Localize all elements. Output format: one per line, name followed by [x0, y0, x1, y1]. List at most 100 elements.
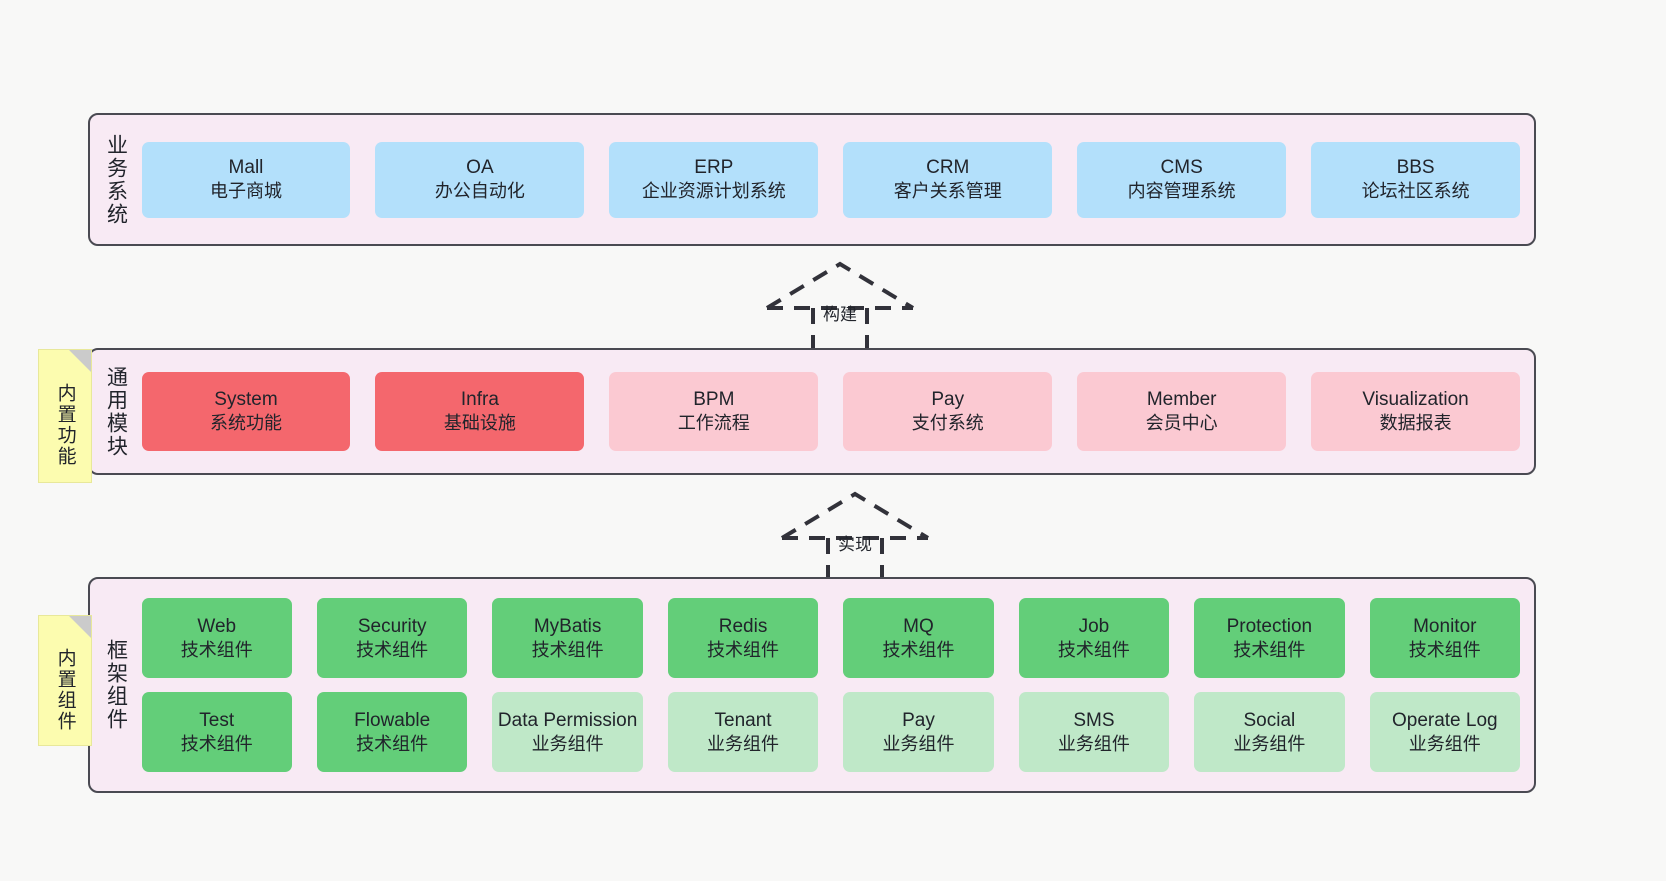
- card-redis[interactable]: Redis 技术组件: [667, 598, 819, 678]
- card-mq[interactable]: MQ 技术组件: [843, 598, 994, 678]
- card-mybatis[interactable]: MyBatis 技术组件: [492, 598, 643, 678]
- card-test[interactable]: Test 技术组件: [141, 692, 292, 772]
- card-title: OA: [466, 157, 494, 179]
- connector-label-implement: 实现: [838, 535, 872, 554]
- card-subtitle: 基础设施: [443, 413, 516, 434]
- card-title: Pay: [902, 709, 935, 731]
- layer-label-framework-component: 框架组件: [104, 639, 128, 731]
- card-row: Mall 电子商城 OA 办公自动化 ERP 企业资源计划系统 CRM 客户关系…: [141, 141, 1521, 218]
- card-subtitle: 业务组件: [882, 733, 955, 754]
- sticky-note-label: 内置功能: [54, 383, 76, 467]
- folded-corner-icon: [69, 616, 91, 638]
- card-bpm[interactable]: BPM 工作流程: [609, 372, 819, 451]
- card-grid-business-system: Mall 电子商城 OA 办公自动化 ERP 企业资源计划系统 CRM 客户关系…: [134, 141, 1534, 218]
- card-subtitle: 技术组件: [531, 639, 604, 660]
- card-subtitle: 支付系统: [911, 413, 984, 434]
- card-title: SMS: [1073, 709, 1115, 731]
- card-subtitle: 业务组件: [531, 733, 604, 754]
- card-subtitle: 技术组件: [180, 639, 253, 660]
- card-title: Pay: [931, 389, 965, 411]
- layer-label-business-system: 业务系统: [104, 133, 128, 226]
- card-title: Flowable: [354, 709, 431, 731]
- card-pay-component[interactable]: Pay 业务组件: [843, 692, 994, 772]
- card-title: BBS: [1396, 157, 1435, 179]
- card-subtitle: 技术组件: [356, 639, 429, 660]
- layer-business-system[interactable]: 业务系统 Mall 电子商城 OA 办公自动化 ERP 企业资源计划系统 CRM…: [88, 113, 1536, 246]
- card-tenant[interactable]: Tenant 业务组件: [667, 692, 819, 772]
- card-monitor[interactable]: Monitor 技术组件: [1369, 598, 1521, 678]
- card-visualization[interactable]: Visualization 数据报表: [1311, 372, 1521, 451]
- card-member[interactable]: Member 会员中心: [1077, 372, 1287, 451]
- card-cms[interactable]: CMS 内容管理系统: [1077, 141, 1287, 218]
- card-web[interactable]: Web 技术组件: [141, 598, 292, 678]
- card-row: Test 技术组件 Flowable 技术组件 Data Permission …: [141, 692, 1521, 772]
- card-row: System 系统功能 Infra 基础设施 BPM 工作流程 Pay 支付系统…: [141, 372, 1521, 451]
- card-title: Member: [1146, 389, 1217, 411]
- card-subtitle: 技术组件: [1057, 639, 1130, 660]
- layer-label-common-module: 通用模块: [104, 365, 128, 458]
- card-title: BPM: [693, 389, 735, 411]
- card-subtitle: 企业资源计划系统: [641, 181, 786, 202]
- card-pay-module[interactable]: Pay 支付系统: [843, 372, 1053, 451]
- card-subtitle: 业务组件: [1057, 733, 1130, 754]
- card-mall[interactable]: Mall 电子商城: [141, 141, 351, 218]
- card-title: Tenant: [714, 709, 772, 731]
- card-social[interactable]: Social 业务组件: [1194, 692, 1345, 772]
- card-subtitle: 业务组件: [1233, 733, 1306, 754]
- card-subtitle: 论坛社区系统: [1361, 181, 1470, 202]
- card-title: MyBatis: [533, 615, 602, 637]
- card-title: Operate Log: [1391, 709, 1498, 731]
- card-subtitle: 业务组件: [707, 733, 780, 754]
- card-subtitle: 技术组件: [1233, 639, 1306, 660]
- connector-implement: 实现: [770, 488, 940, 586]
- card-subtitle: 技术组件: [1408, 639, 1481, 660]
- sticky-note-built-in-function[interactable]: 内置功能: [38, 349, 92, 483]
- card-operate-log[interactable]: Operate Log 业务组件: [1369, 692, 1521, 772]
- card-title: MQ: [903, 615, 934, 637]
- connector-label-build: 构建: [823, 305, 857, 324]
- card-protection[interactable]: Protection 技术组件: [1194, 598, 1345, 678]
- card-system[interactable]: System 系统功能: [141, 372, 351, 451]
- connector-build: 构建: [755, 258, 925, 356]
- card-title: System: [214, 389, 278, 411]
- card-erp[interactable]: ERP 企业资源计划系统: [609, 141, 819, 218]
- card-title: Mall: [228, 157, 264, 179]
- card-subtitle: 会员中心: [1145, 413, 1218, 434]
- layer-common-module[interactable]: 通用模块 System 系统功能 Infra 基础设施 BPM 工作流程 Pay…: [88, 348, 1536, 475]
- card-subtitle: 工作流程: [677, 413, 750, 434]
- layer-framework-component[interactable]: 框架组件 Web 技术组件 Security 技术组件 MyBatis 技术组件…: [88, 577, 1536, 793]
- card-job[interactable]: Job 技术组件: [1018, 598, 1170, 678]
- card-subtitle: 技术组件: [882, 639, 955, 660]
- card-title: CRM: [926, 157, 970, 179]
- card-subtitle: 系统功能: [209, 413, 282, 434]
- card-subtitle: 数据报表: [1379, 413, 1452, 434]
- card-grid-common-module: System 系统功能 Infra 基础设施 BPM 工作流程 Pay 支付系统…: [134, 372, 1534, 451]
- card-title: CMS: [1160, 157, 1203, 179]
- card-subtitle: 技术组件: [356, 733, 429, 754]
- card-subtitle: 业务组件: [1408, 733, 1481, 754]
- card-row: Web 技术组件 Security 技术组件 MyBatis 技术组件 Redi…: [141, 598, 1521, 678]
- folded-corner-icon: [69, 350, 91, 372]
- card-subtitle: 客户关系管理: [893, 181, 1002, 202]
- sticky-note-built-in-component[interactable]: 内置组件: [38, 615, 92, 746]
- card-data-permission[interactable]: Data Permission 业务组件: [492, 692, 643, 772]
- card-security[interactable]: Security 技术组件: [316, 598, 468, 678]
- card-infra[interactable]: Infra 基础设施: [375, 372, 585, 451]
- card-crm[interactable]: CRM 客户关系管理: [843, 141, 1053, 218]
- card-title: Redis: [718, 615, 768, 637]
- card-title: Security: [357, 615, 427, 637]
- card-subtitle: 办公自动化: [434, 181, 525, 202]
- card-title: Visualization: [1362, 389, 1469, 411]
- card-subtitle: 技术组件: [707, 639, 780, 660]
- card-title: Infra: [460, 389, 499, 411]
- card-bbs[interactable]: BBS 论坛社区系统: [1311, 141, 1521, 218]
- card-title: Data Permission: [497, 709, 638, 731]
- card-oa[interactable]: OA 办公自动化: [375, 141, 585, 218]
- card-flowable[interactable]: Flowable 技术组件: [316, 692, 468, 772]
- card-subtitle: 内容管理系统: [1127, 181, 1236, 202]
- card-subtitle: 电子商城: [209, 181, 282, 202]
- card-title: Monitor: [1413, 615, 1477, 637]
- card-sms[interactable]: SMS 业务组件: [1018, 692, 1170, 772]
- card-title: Test: [199, 709, 235, 731]
